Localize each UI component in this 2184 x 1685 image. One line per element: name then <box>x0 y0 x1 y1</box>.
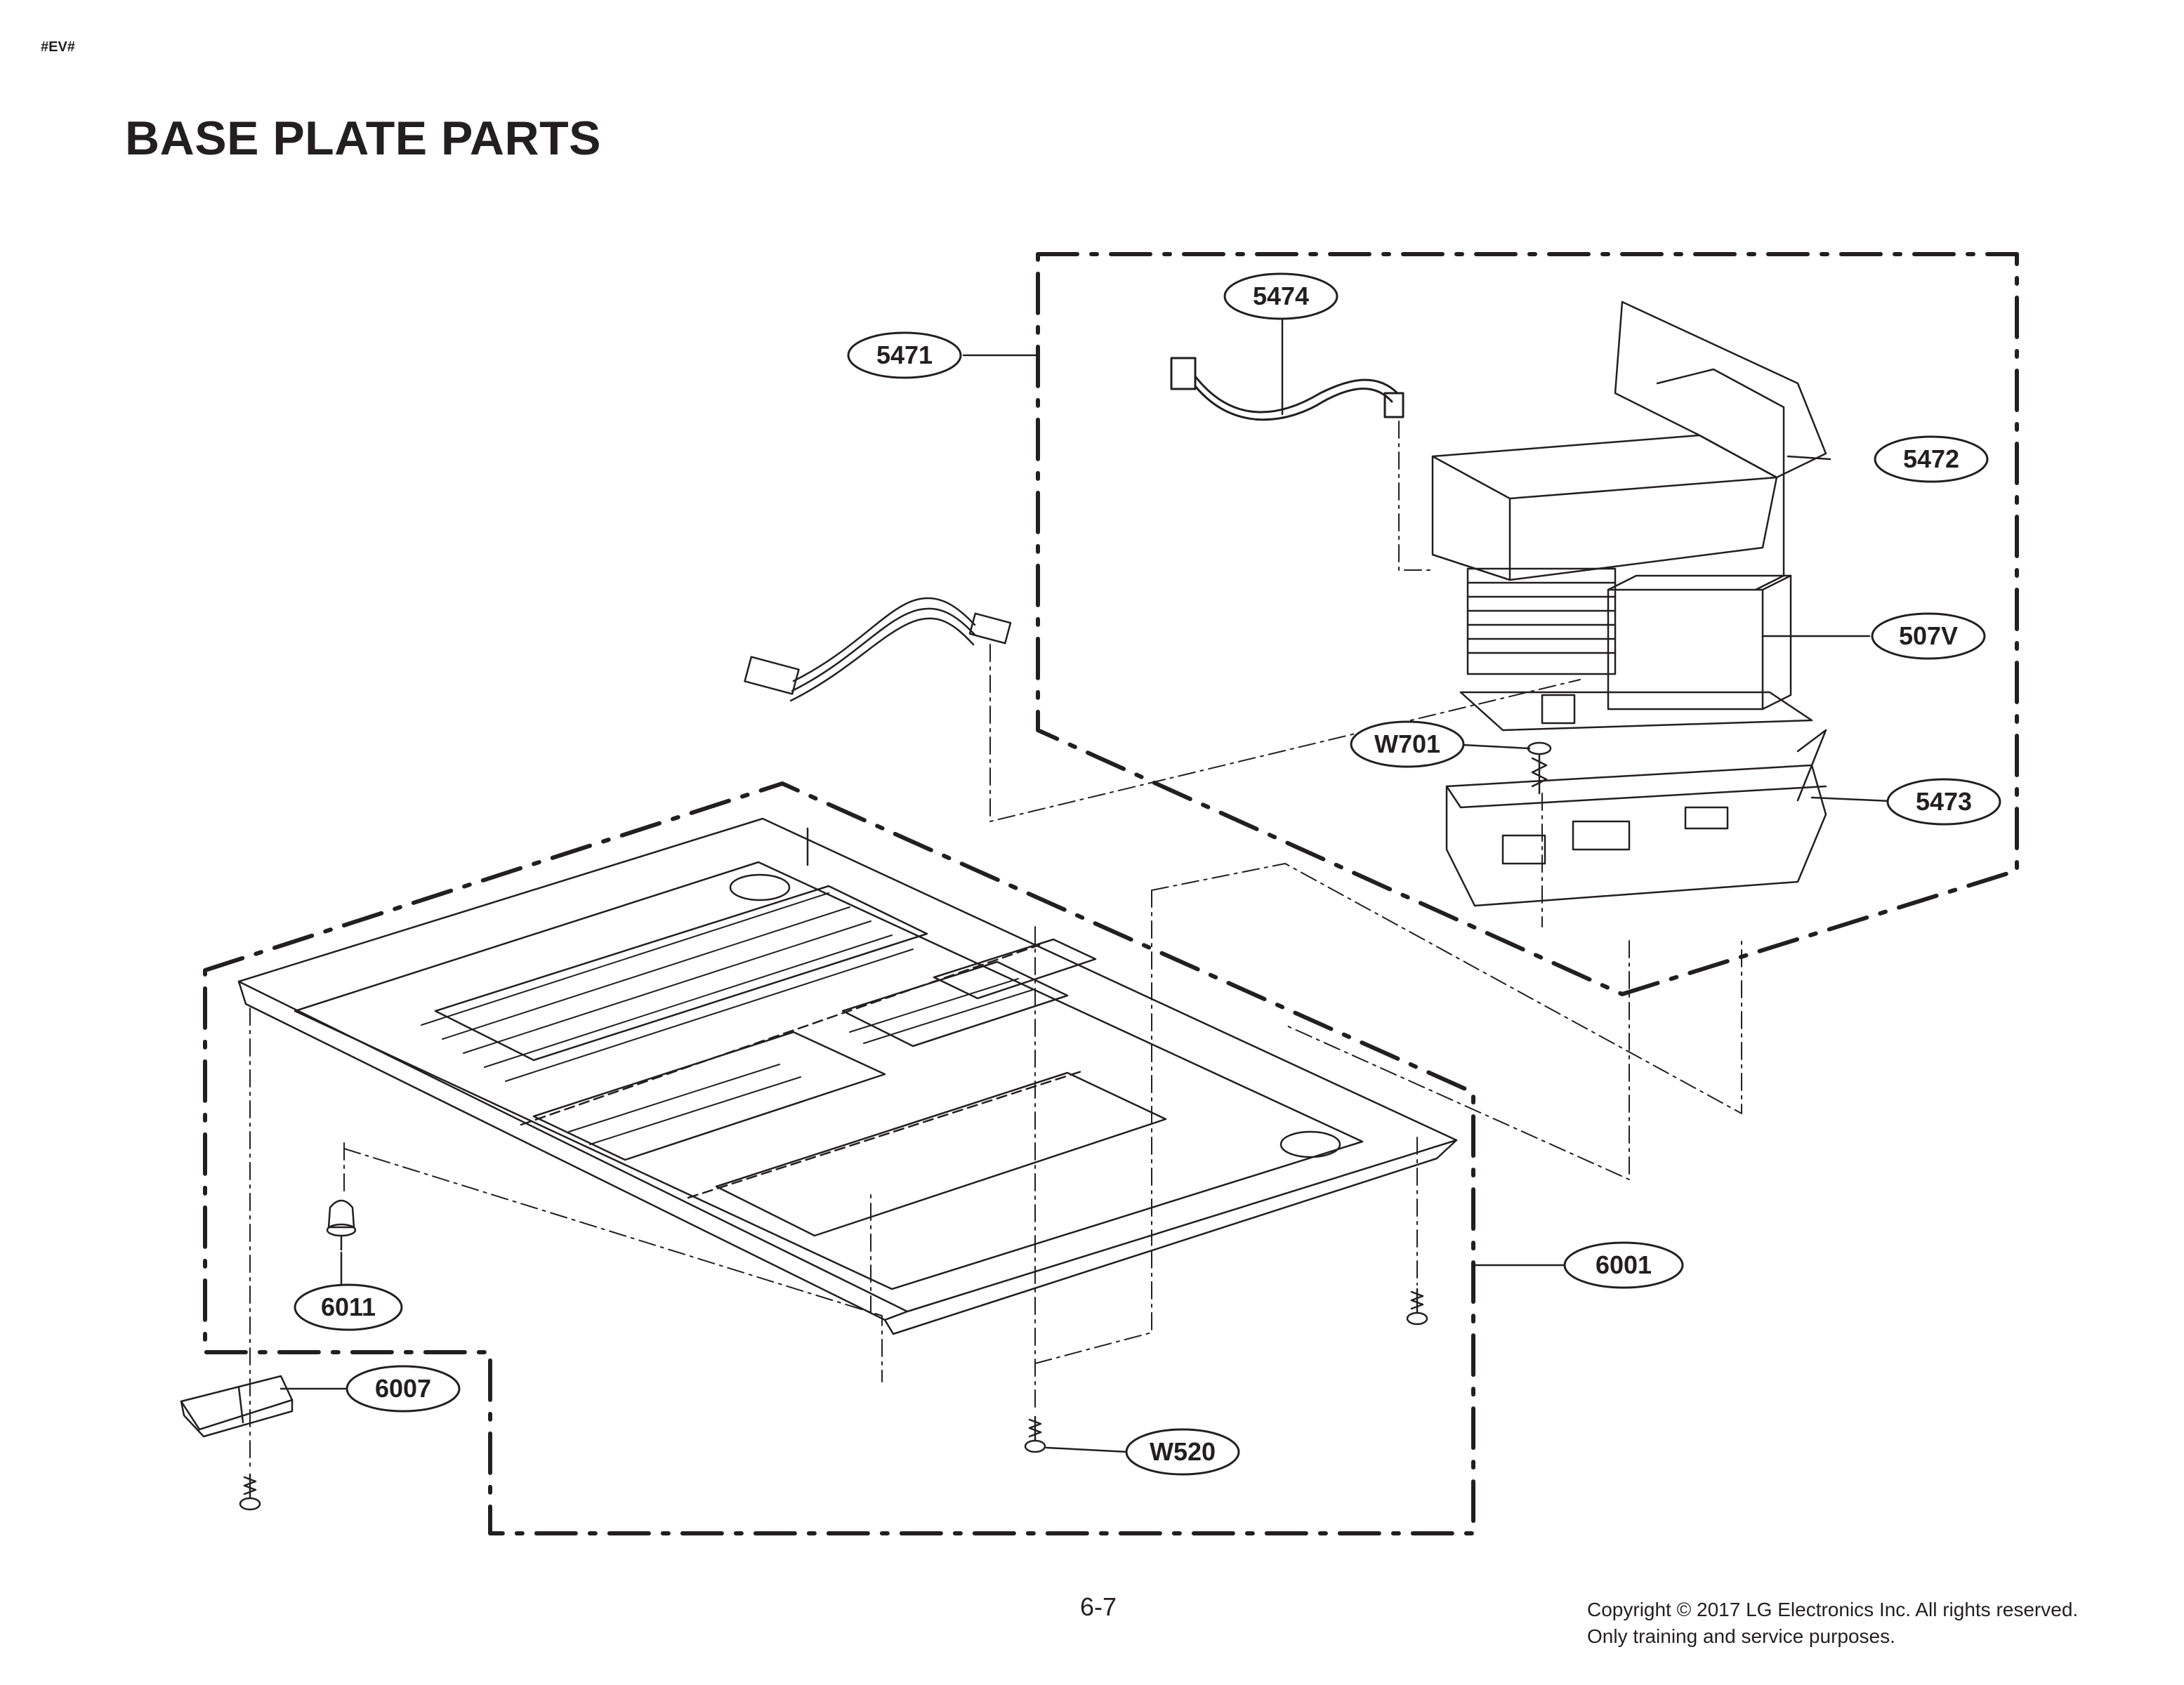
callout-6001: 6001 <box>1563 1241 1684 1289</box>
page-title: BASE PLATE PARTS <box>125 112 601 165</box>
callout-label-6001: 6001 <box>1596 1250 1652 1279</box>
callout-label-6011: 6011 <box>321 1293 376 1321</box>
callout-W520: W520 <box>1125 1428 1240 1476</box>
callout-label-6007: 6007 <box>375 1374 431 1403</box>
ribbon-cable-5471 <box>744 597 1012 702</box>
callout-5473: 5473 <box>1886 778 2001 826</box>
copyright-notice: Copyright © 2017 LG Electronics Inc. All… <box>1587 1597 2078 1650</box>
callout-label-W701: W701 <box>1374 729 1440 758</box>
document-code: #EV# <box>41 39 75 55</box>
callout-label-507V: 507V <box>1899 621 1958 650</box>
callout-label-W520: W520 <box>1150 1437 1216 1466</box>
screw-w520 <box>1024 1415 1046 1453</box>
usage-notice-line: Only training and service purposes. <box>1587 1625 1895 1647</box>
page-number: 6-7 <box>1080 1592 1117 1621</box>
bracket-6007 <box>180 1375 294 1438</box>
callout-W701: W701 <box>1350 720 1465 768</box>
screw-w701 <box>1527 741 1552 795</box>
callout-507V: 507V <box>1871 612 1986 660</box>
group-boundary-5471 <box>1036 252 2019 996</box>
callout-label-5473: 5473 <box>1916 787 1972 816</box>
callout-5471: 5471 <box>847 331 962 379</box>
fastener-6011 <box>326 1199 357 1251</box>
wire-harness-5474 <box>1170 357 1405 421</box>
callout-5472: 5472 <box>1874 435 1989 483</box>
plate-vent-slots <box>421 892 1033 1145</box>
callout-label-5471: 5471 <box>876 341 933 369</box>
callout-label-5472: 5472 <box>1903 444 1959 473</box>
screw-6001 <box>1406 1288 1428 1326</box>
callout-6011: 6011 <box>294 1283 403 1331</box>
copyright-line: Copyright © 2017 LG Electronics Inc. All… <box>1587 1599 2079 1620</box>
pcb-assembly <box>1431 300 1827 907</box>
group-boundary-6001 <box>203 781 1475 1535</box>
screw-6007 <box>239 1473 261 1511</box>
callout-6007: 6007 <box>346 1365 461 1413</box>
callout-label-5474: 5474 <box>1253 282 1309 310</box>
callout-5474: 5474 <box>1223 272 1338 320</box>
base-plate-6001 <box>237 817 1458 1335</box>
